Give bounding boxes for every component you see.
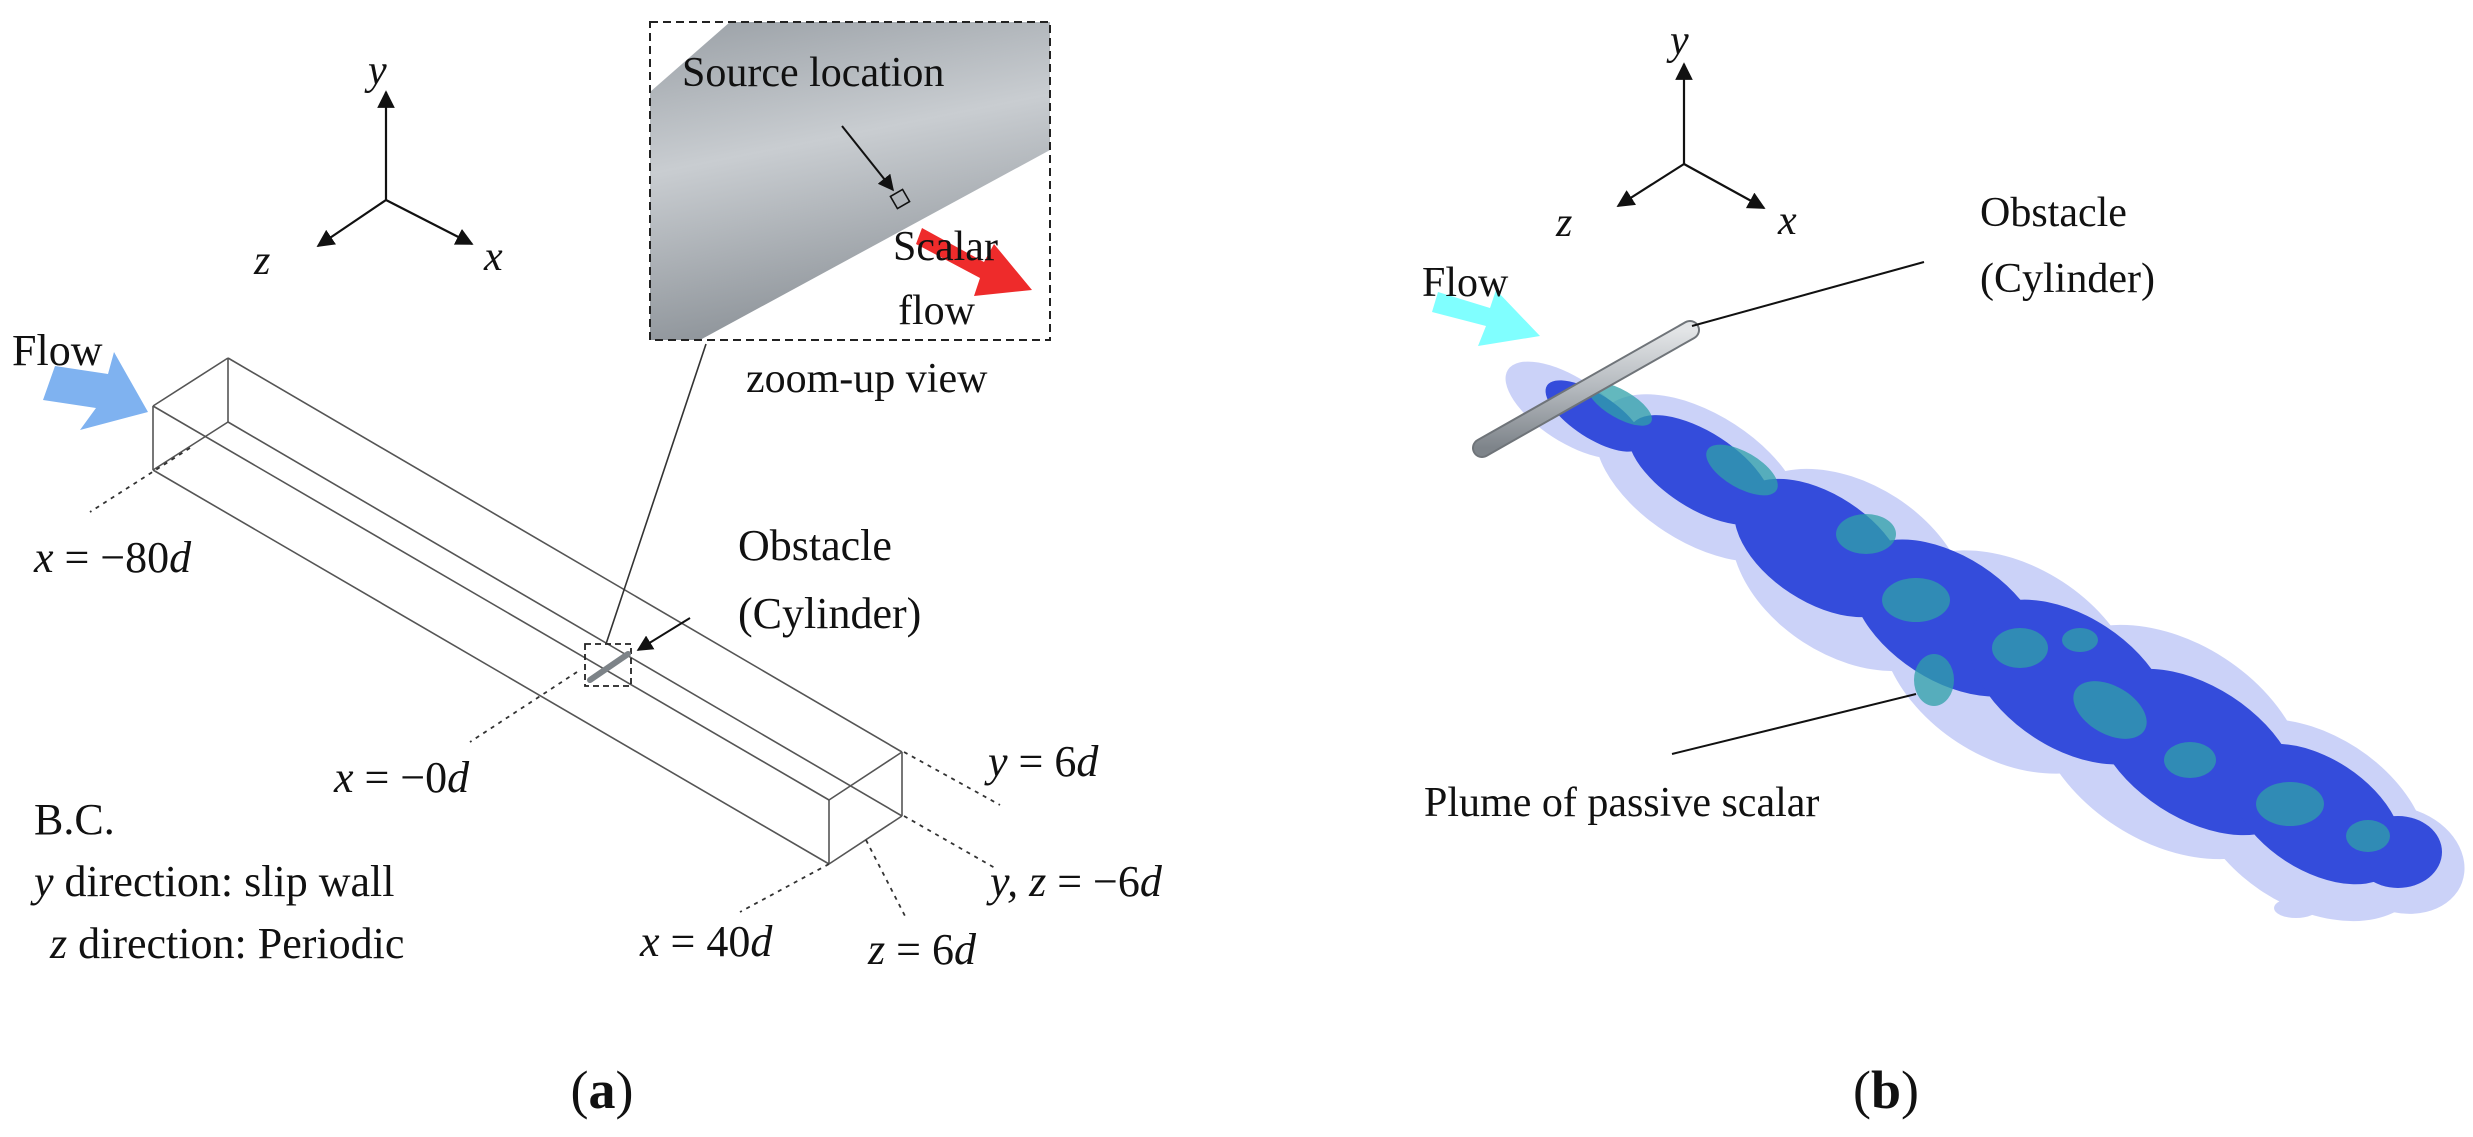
axis-label-y: y: [364, 48, 387, 94]
zoom-view: Source location Scalar flow: [649, 21, 1051, 341]
bc-y-line: y direction: slip wall: [30, 857, 394, 906]
obstacle-highlight-box: [584, 643, 632, 687]
axis-label-x: x: [483, 234, 503, 280]
flow-arrow-a: [43, 352, 148, 430]
panel-b: y z x Flow: [1422, 18, 2465, 1120]
scalar-plume: [1505, 361, 2465, 922]
obstacle-label-b-line2: (Cylinder): [1980, 256, 2155, 302]
obstacle-pointer-b: [1691, 261, 1925, 327]
obstacle-cylinder-b: [1472, 320, 1700, 458]
source-location-label: Source location: [682, 50, 944, 96]
x-start-label: x = −80d: [33, 533, 192, 582]
obstacle-label-a-line2: (Cylinder): [738, 589, 921, 638]
axis-label-y-b: y: [1666, 18, 1689, 64]
axis-label-x-b: x: [1777, 198, 1797, 244]
panel-a: y z x Flow: [12, 21, 1163, 1120]
obstacle-label-a-line1: Obstacle: [738, 521, 892, 570]
source-pointer: [841, 125, 894, 192]
plume-teal-highlights: [1588, 382, 2390, 852]
scalar-flow-arrow: [916, 228, 1032, 296]
domain-box: [152, 357, 903, 865]
x-end-label: x = 40d: [639, 917, 773, 966]
dimension-leaders: [89, 447, 1001, 917]
flow-label-a: Flow: [12, 326, 103, 375]
caption-b: (b): [1853, 1060, 1919, 1120]
z-side-label: z = 6d: [867, 925, 977, 974]
flow-label-b: Flow: [1422, 260, 1509, 306]
zoom-cylinder: [650, 22, 1050, 340]
source-marker: [889, 188, 911, 210]
obstacle-rod-a: [587, 651, 631, 683]
axis-label-z: z: [253, 238, 270, 284]
x-mid-label: x = −0d: [333, 753, 470, 802]
axis-label-z-b: z: [1555, 200, 1572, 246]
plume-pointer: [1671, 693, 1917, 755]
obstacle-pointer-a: [636, 617, 691, 651]
flow-arrow-b: [1432, 290, 1540, 346]
zoom-caption: zoom-up view: [746, 356, 988, 402]
y-top-label: y = 6d: [984, 737, 1099, 786]
bc-z-line: z direction: Periodic: [49, 919, 404, 968]
plume-label: Plume of passive scalar: [1424, 780, 1819, 826]
caption-a: (a): [571, 1060, 634, 1120]
obstacle-label-b-line1: Obstacle: [1980, 190, 2127, 236]
yz-bottom-label: y, z = −6d: [986, 857, 1163, 906]
axis-triad-b: [1616, 62, 1766, 209]
zoom-connector: [605, 343, 707, 645]
scalar-flow-label-line1: Scalar: [893, 224, 998, 270]
axis-triad-a: [316, 90, 474, 247]
plume-core: [1545, 380, 2442, 888]
bc-title: B.C.: [34, 795, 115, 844]
scalar-flow-label-line2: flow: [898, 288, 976, 334]
